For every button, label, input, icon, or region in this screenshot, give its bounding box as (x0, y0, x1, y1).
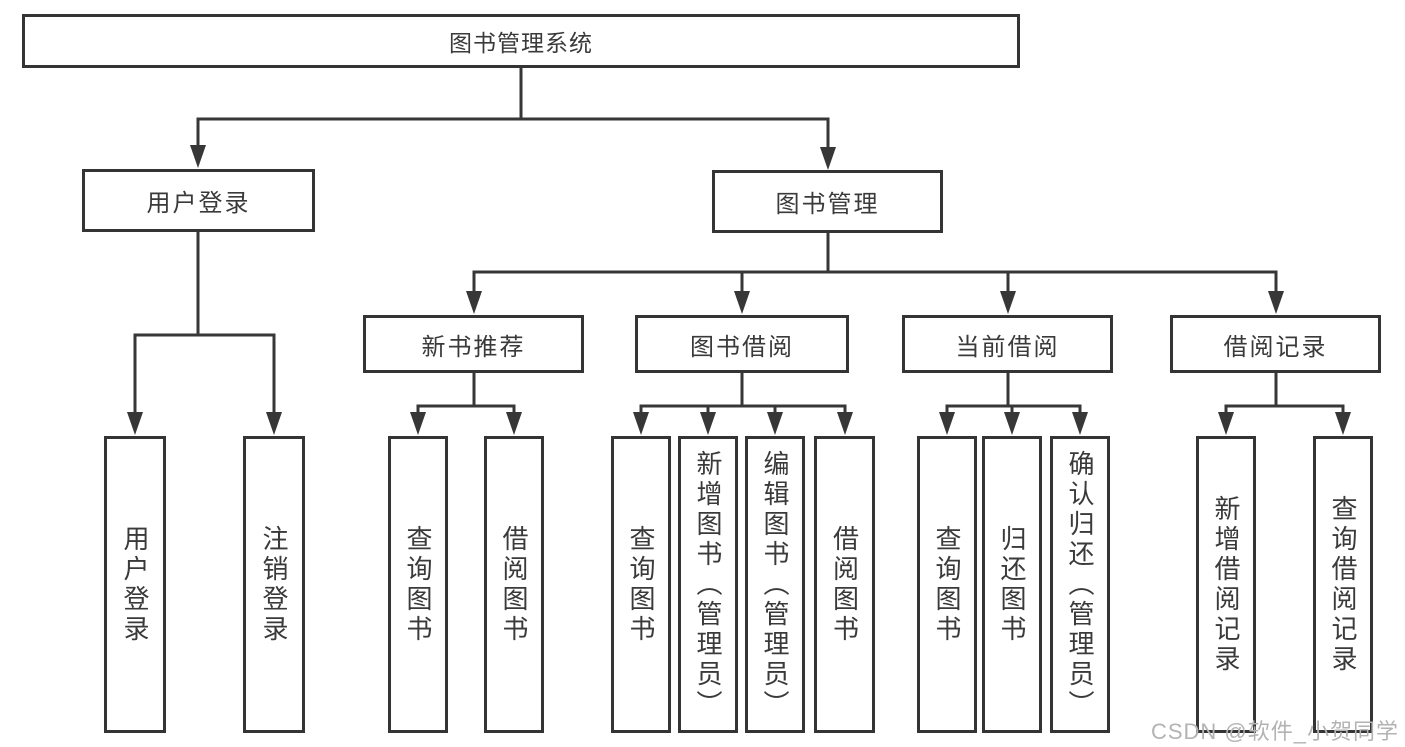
arrowhead-book-borrow (734, 291, 750, 314)
leaf-user-login-label: 用户登录 (120, 524, 150, 645)
leaf-logout-label: 注销登录 (259, 524, 289, 645)
arrowhead-bb-leaf-4 (837, 412, 853, 435)
arrowhead-nbr-leaf-1 (410, 412, 426, 435)
arrowhead-br-leaf-2 (1335, 412, 1351, 435)
arrowhead-cb-leaf-2 (1004, 412, 1020, 435)
leaf-cb-return-books: 归还图书 (982, 436, 1042, 733)
leaf-bb-borrow-books-label: 借阅图书 (829, 524, 860, 645)
arrowhead-user-login (190, 145, 206, 168)
node-borrow-records: 借阅记录 (1170, 315, 1381, 373)
leaf-nbr-borrow-books: 借阅图书 (484, 436, 544, 733)
arrowhead-bb-leaf-1 (633, 412, 649, 435)
arrowhead-bb-leaf-2 (700, 412, 716, 435)
leaf-bb-edit-books-admin-label: 编辑图书（管理员） (760, 449, 790, 720)
node-user-login-label: 用户登录 (146, 190, 251, 217)
arrowhead-borrow-records (1268, 291, 1284, 314)
leaf-cb-confirm-return-admin-label: 确认归还（管理员） (1065, 449, 1095, 720)
leaf-bb-borrow-books: 借阅图书 (814, 436, 875, 733)
arrowhead-new-book-recommend (466, 291, 482, 314)
leaf-cb-query-books-label: 查询图书 (932, 524, 962, 645)
node-user-login: 用户登录 (82, 169, 315, 232)
leaf-bb-query-books: 查询图书 (611, 436, 671, 733)
arrowhead-cb-leaf-3 (1072, 412, 1088, 435)
arrowhead-nbr-leaf-2 (506, 412, 522, 435)
leaf-bb-add-books-admin: 新增图书（管理员） (678, 436, 738, 733)
node-root-system: 图书管理系统 (22, 14, 1020, 68)
node-book-borrow: 图书借阅 (635, 315, 849, 373)
leaf-user-login: 用户登录 (104, 436, 166, 733)
node-book-management: 图书管理 (712, 170, 943, 233)
leaf-cb-query-books: 查询图书 (917, 436, 977, 733)
arrowhead-bb-leaf-3 (767, 412, 783, 435)
leaf-bb-add-books-admin-label: 新增图书（管理员） (693, 449, 723, 720)
leaf-logout: 注销登录 (243, 436, 305, 733)
node-root-label: 图书管理系统 (449, 30, 593, 56)
leaf-br-add-record-label: 新增借阅记录 (1211, 494, 1241, 675)
leaf-cb-return-books-label: 归还图书 (997, 524, 1027, 645)
arrowhead-book-management (820, 147, 836, 170)
node-current-borrow: 当前借阅 (902, 315, 1113, 373)
leaf-bb-edit-books-admin: 编辑图书（管理员） (745, 436, 805, 733)
node-current-borrow-label: 当前借阅 (955, 333, 1060, 361)
leaf-br-query-record-label: 查询借阅记录 (1328, 494, 1358, 675)
node-new-book-recommend-label: 新书推荐 (421, 333, 526, 361)
csdn-watermark: CSDN @软件_小贺同学 (1150, 719, 1399, 744)
leaf-br-query-record: 查询借阅记录 (1313, 436, 1373, 733)
leaf-br-add-record: 新增借阅记录 (1196, 436, 1256, 733)
node-new-book-recommend: 新书推荐 (363, 315, 584, 373)
node-borrow-records-label: 借阅记录 (1223, 333, 1328, 361)
arrowhead-login-leaf-2 (266, 412, 282, 435)
leaf-nbr-query-books: 查询图书 (388, 436, 448, 733)
node-book-borrow-label: 图书借阅 (690, 333, 794, 361)
arrowhead-br-leaf-1 (1218, 412, 1234, 435)
leaf-nbr-query-books-label: 查询图书 (403, 524, 433, 645)
arrowhead-login-leaf-1 (127, 412, 143, 435)
arrowhead-current-borrow (1000, 291, 1016, 314)
node-book-management-label: 图书管理 (775, 191, 880, 218)
arrowhead-cb-leaf-1 (939, 412, 955, 435)
leaf-nbr-borrow-books-label: 借阅图书 (499, 524, 529, 645)
leaf-bb-query-books-label: 查询图书 (626, 524, 656, 645)
leaf-cb-confirm-return-admin: 确认归还（管理员） (1050, 436, 1110, 733)
